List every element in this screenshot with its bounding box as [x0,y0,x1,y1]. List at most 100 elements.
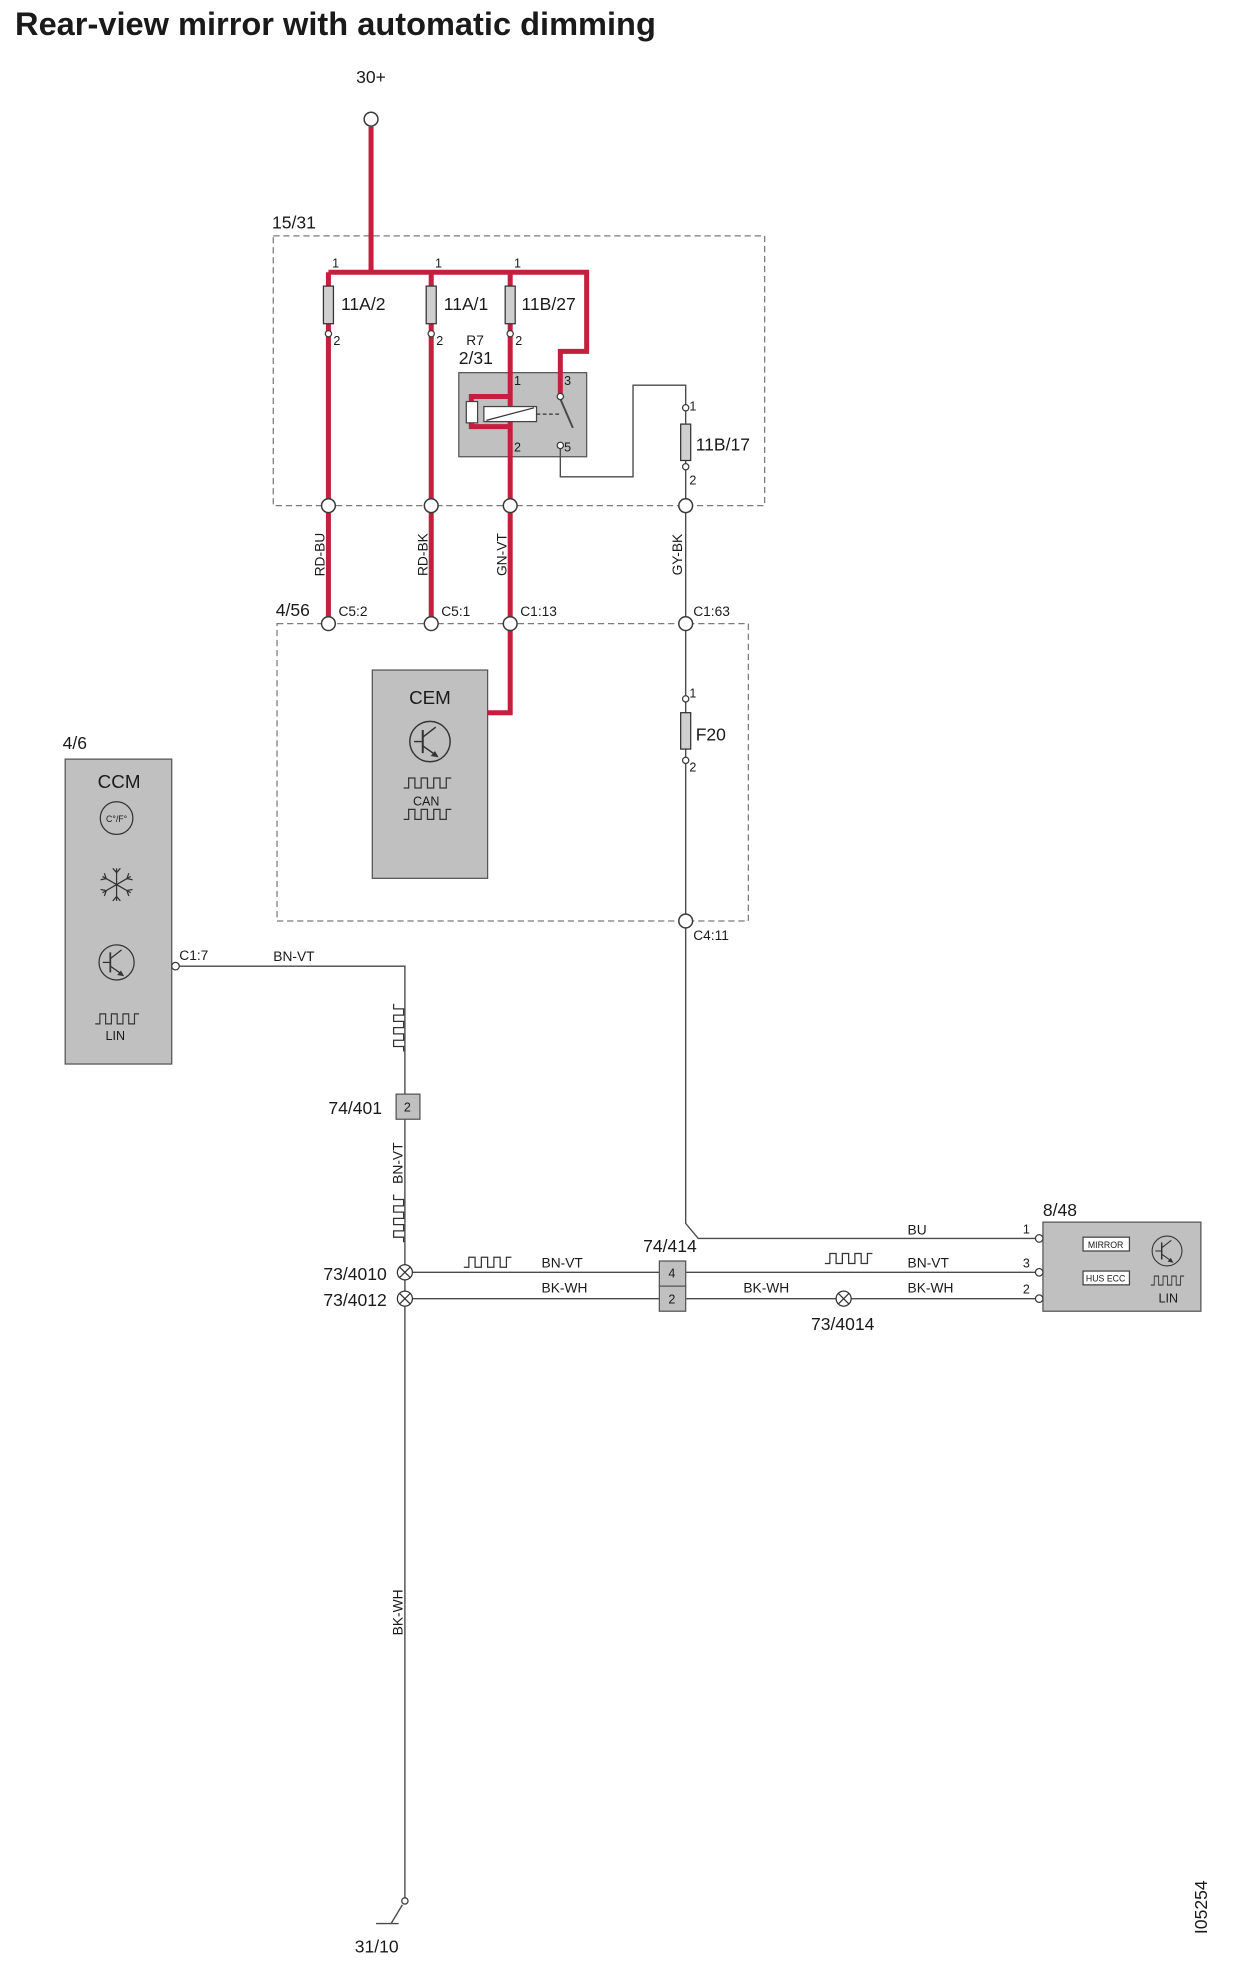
splice-73-4014 [835,1290,852,1307]
connector-body [395,1093,421,1120]
mirror-pin-label-2: 2 [1023,1283,1030,1297]
relay-pin-3 [556,392,565,401]
ccm-bus-label: LIN [106,1029,126,1043]
fuse-name: 11A/1 [444,294,489,314]
cem-terminal [423,615,439,632]
connector-id: 74/401 [328,1098,382,1118]
fuse-name: 11B/17 [696,434,750,454]
ground-label: 31/10 [355,1936,399,1956]
mirror-id: 8/48 [1043,1200,1077,1220]
connector-74-401: 2 74/401 [328,1093,421,1120]
fuse-pin [324,330,333,338]
mirror-feature-label: MIRROR [1088,1240,1124,1250]
fuse-11a-1: 1 2 11A/1 [425,256,489,348]
fuse-pin-in: 1 [514,256,521,270]
fuse-11b-17: 1 2 11B/17 [680,399,750,487]
wire-label-ground-right: BK-WH [908,1280,954,1295]
fuse-body [680,712,692,750]
splice-label: 73/4010 [323,1264,387,1284]
wire-gn-vt [487,272,513,716]
fuse-name: 11A/2 [341,294,386,314]
mirror-module [1042,1221,1202,1312]
cem-terminal [502,615,518,632]
wire-label-lin-vertical: BN-VT [390,1142,405,1184]
ccm-id: 4/6 [63,733,87,753]
connector-id: 74/414 [643,1236,697,1256]
fuse-f20: 1 2 F20 [680,687,726,775]
connector-pin: 2 [668,1293,675,1307]
fuse-pin [681,756,690,765]
ccm-connector-label: C1:7 [179,948,208,963]
lin-signal-icon [392,1193,405,1243]
fuse-pin-out: 2 [689,761,696,775]
fuse-pin-in: 1 [689,399,696,413]
fuse-box-terminal [320,498,337,514]
mirror-pin-label-1: 1 [1023,1222,1030,1236]
cem-module [371,669,489,879]
fuse-box-outline [272,235,766,507]
ccm-connector-pin [171,961,180,971]
relay-switch-blade [559,398,574,429]
wire-label-supply-mirror: BU [908,1223,927,1238]
splice-73-4010 [396,1264,414,1281]
mirror-pin-label-3: 3 [1023,1256,1030,1270]
relay-pin-label-1: 1 [514,374,521,388]
splice-label: 73/4014 [811,1314,875,1334]
fuse-pin [681,695,690,703]
drawing-code: I05254 [1191,1880,1211,1934]
ccm-module [64,758,173,1065]
fuse-box-terminal [502,498,518,514]
relay-diode [465,400,479,424]
fuse-name: F20 [696,724,726,744]
terminals [171,111,1044,1905]
supply-terminal [363,111,379,127]
fuse-pin-out: 2 [515,334,522,348]
wire-label-ground-left: BK-WH [542,1280,588,1295]
connector-body [658,1285,687,1312]
wire-label-gn-vt: GN-VT [494,533,509,576]
cem-box-id: 4/56 [276,600,310,620]
wire-label-ground-mid: BK-WH [743,1280,789,1295]
mirror-pin-2 [1034,1294,1044,1304]
lin-signal-icon [824,1252,874,1265]
fuse-pin-out: 2 [333,334,340,348]
wire-label-lin-right: BN-VT [908,1255,950,1270]
ground-symbol [376,1904,403,1925]
connector-c1-13: C1:13 [520,604,557,619]
hus-ecc-feature-box [1082,1270,1131,1286]
fuse-body [322,285,335,325]
relay-r7: R7 2/31 1 3 2 5 [459,333,574,455]
ccm-name: CCM [98,771,141,792]
fuse-pin-in: 1 [689,687,696,701]
mirror-pin-3 [1034,1267,1044,1277]
fuse-11a-2: 1 2 11A/2 [322,256,386,348]
wire-label-gy-bk: GY-BK [670,533,685,575]
cem-bus-label: CAN [413,795,439,809]
fuse-pin [681,404,690,412]
fuse-body [680,423,692,462]
ccm-lin-wire [179,965,406,1096]
ccm-internals: 4/6 CCM C°/F° LIN C1:7 [63,733,209,1043]
wire-label-rd-bu: RD-BU [313,533,328,577]
fuse-pin-out: 2 [436,334,443,348]
fuse-box-terminal [423,498,439,514]
fuse-pin-in: 1 [332,256,339,270]
cem-terminal [320,615,337,632]
connector-74-414: 4 2 74/414 [643,1236,697,1312]
relay-name: R7 [466,333,484,348]
relay-pin-label-3: 3 [564,374,571,388]
ground-pin [401,1897,409,1905]
relay-pin-label-5: 5 [564,441,571,455]
connector-pin: 4 [668,1266,675,1280]
fuse-pin [681,463,690,471]
wire-label-rd-bk: RD-BK [415,532,430,576]
mirror-pin-1 [1034,1234,1044,1243]
wire-label-ground-main: BK-WH [390,1589,405,1635]
temperature-unit-label: C°/F° [106,814,127,824]
fuse-pin [506,330,514,338]
wire-label-ccm-lin: BN-VT [273,949,315,964]
cem-output-terminal [678,913,694,929]
page-title: Rear-view mirror with automatic dimming [15,5,656,42]
fuse-body [504,285,516,325]
fuse-name: 11B/27 [521,294,575,314]
